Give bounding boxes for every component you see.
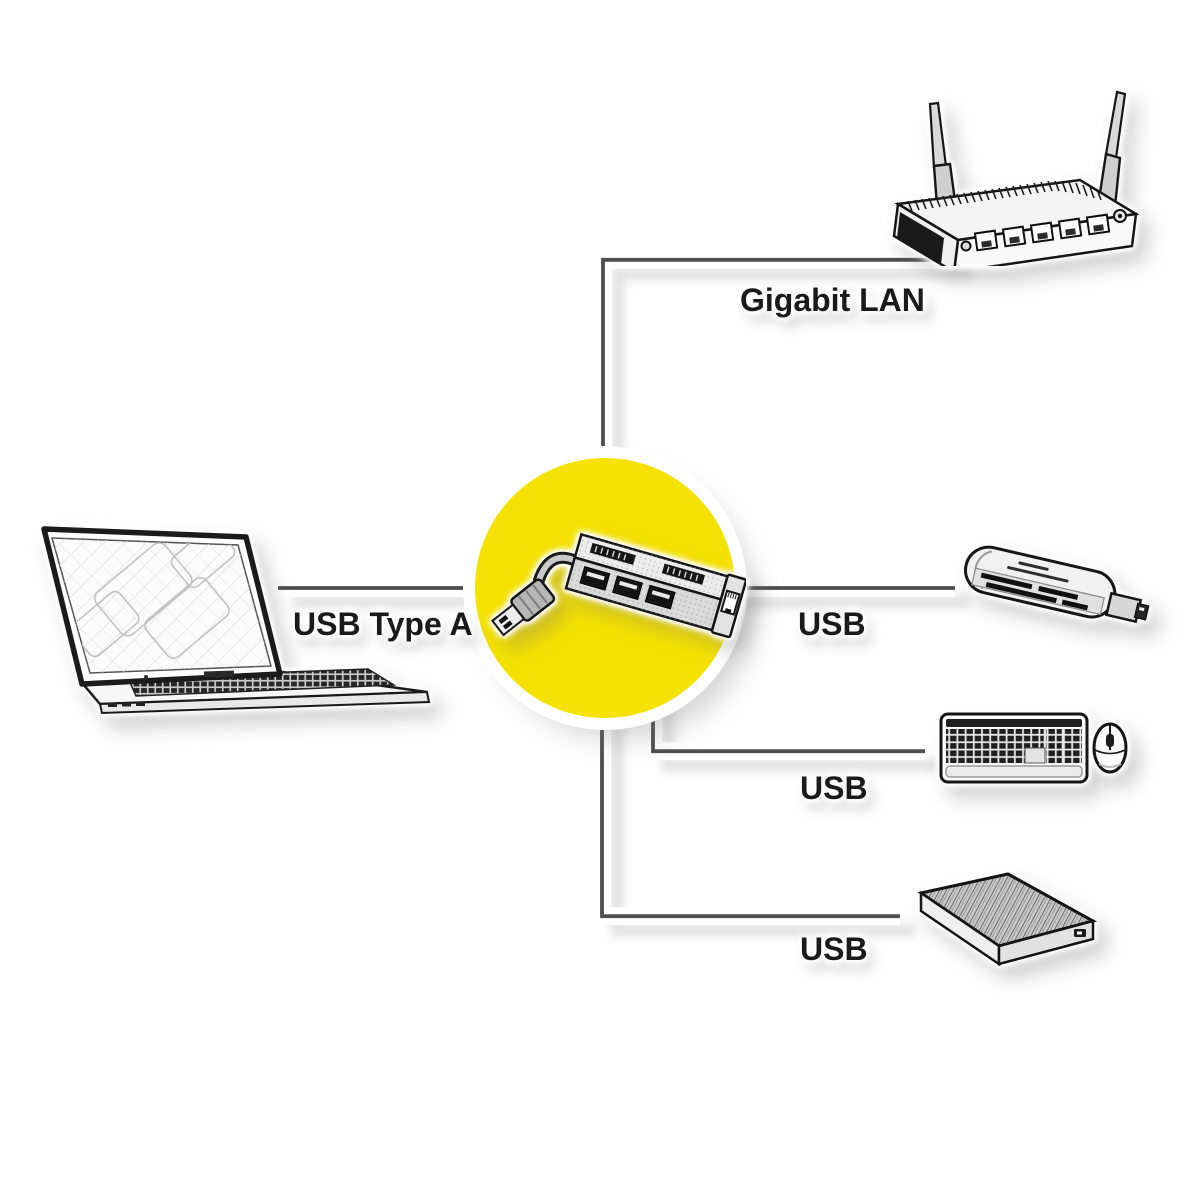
label-usb-hard-drive: USB [800, 931, 868, 967]
usb-plug-icon [490, 578, 556, 637]
keyboard-wrist-rest [945, 765, 1083, 778]
hub-rj45-port [720, 589, 741, 616]
line-hub-to-harddrive [600, 650, 900, 919]
label-usb-type-a: USB Type A [293, 606, 473, 642]
hub-usb-ports [579, 565, 676, 610]
label-gigabit-lan: Gigabit LAN [740, 282, 925, 318]
usb-hub-illustration [490, 532, 746, 639]
keyboard-mouse-illustration [939, 712, 1128, 784]
card-slots [980, 572, 1089, 611]
mouse [1092, 722, 1128, 774]
hard-drive-illustration [917, 872, 1097, 967]
keyboard [939, 712, 1089, 784]
router-illustration [892, 90, 1140, 266]
router-grille [907, 180, 1102, 212]
router-lan-ports [973, 213, 1111, 252]
label-usb-card-reader: USB [798, 606, 866, 642]
label-usb-keyboard: USB [800, 770, 868, 806]
card-reader-illustration [964, 545, 1150, 624]
laptop-illustration [41, 526, 431, 715]
card-reader-engraving [1007, 561, 1069, 583]
